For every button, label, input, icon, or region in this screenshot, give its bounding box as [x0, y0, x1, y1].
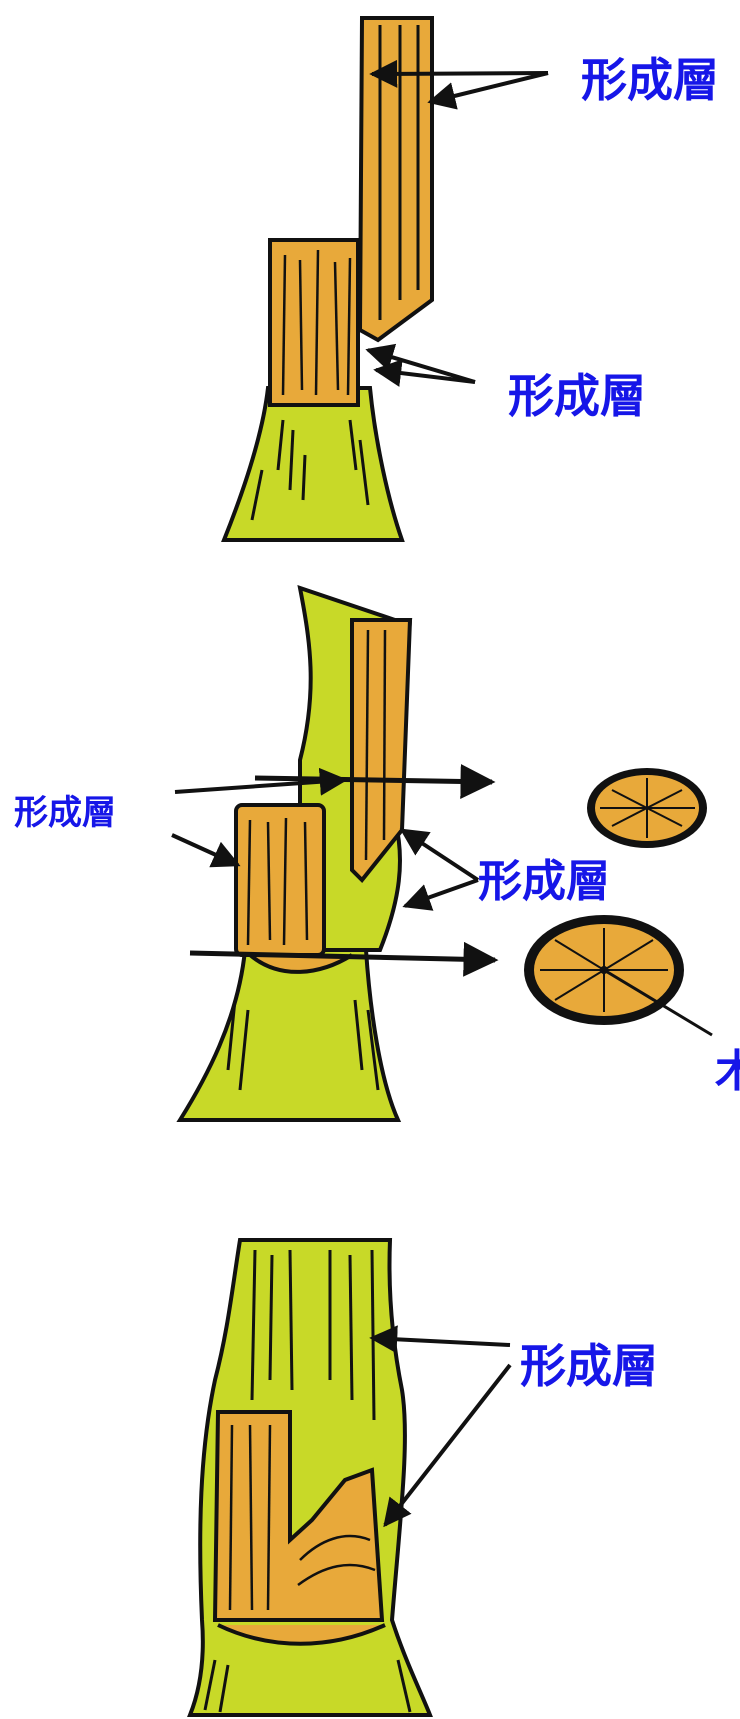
figure-3-healed-graft [190, 1240, 510, 1715]
scion-wood-2 [352, 620, 410, 880]
cross-section-small [587, 768, 707, 848]
label-cambium-3: 形成層 [14, 796, 116, 830]
label-cambium-4: 形成層 [478, 860, 610, 904]
label-cambium-5: 形成層 [520, 1343, 658, 1389]
figure-2-joined-graft [172, 588, 712, 1120]
scion-wood [360, 18, 432, 340]
label-cambium-2: 形成層 [508, 373, 646, 419]
rootstock-base [224, 388, 402, 540]
label-wood: 木 [715, 1050, 740, 1094]
rootstock-base-2 [180, 950, 398, 1120]
figure-1-scion-and-stock [224, 18, 548, 540]
cross-section-large [524, 915, 712, 1035]
label-cambium-1: 形成層 [581, 57, 719, 103]
